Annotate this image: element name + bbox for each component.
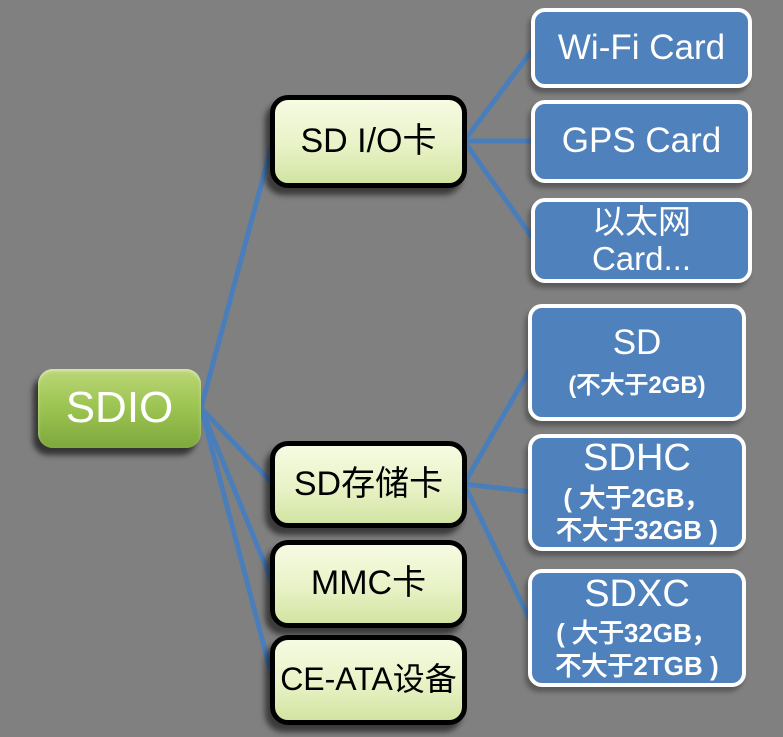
connector-sd-storage-to-sd <box>461 360 537 486</box>
node-sd-card-label: SD <box>612 323 662 363</box>
connector-sdio-to-sd-io-card <box>198 140 276 409</box>
node-sdhc-card-label: SDHC <box>583 437 691 480</box>
node-mmc-card: MMC卡 <box>270 540 467 628</box>
node-sdio-label: SDIO <box>65 383 174 433</box>
node-sd-storage-card: SD存储卡 <box>270 441 467 528</box>
connector-sdio-to-ce-ata-device <box>198 407 276 681</box>
node-sdhc-card: SDHC ( 大于2GB， 不大于32GB ) <box>528 434 746 551</box>
node-sdio: SDIO <box>38 369 201 448</box>
connector-sd-storage-to-sdhc <box>463 481 535 495</box>
node-sdhc-card-note-line2: 不大于32GB ) <box>556 515 718 546</box>
node-sd-storage-card-label: SD存储卡 <box>293 464 444 503</box>
node-sdxc-card: SDXC ( 大于32GB， 不大于2TGB ) <box>528 569 746 687</box>
node-gps-card: GPS Card <box>531 100 752 183</box>
node-ce-ata-device: CE-ATA设备 <box>270 635 467 725</box>
node-ethernet-card: 以太网 Card... <box>531 198 752 283</box>
node-sdxc-card-note-line1: ( 大于32GB， <box>556 618 718 649</box>
connector-sd-io-to-ethernet-card <box>461 139 537 242</box>
node-sd-io-card: SD I/O卡 <box>270 95 467 188</box>
node-sd-card: SD (不大于2GB) <box>528 304 746 421</box>
node-sdxc-card-note-line2: 不大于2TGB ) <box>555 650 719 681</box>
node-sdxc-card-label: SDXC <box>584 572 690 615</box>
node-ethernet-card-label-line2: Card... <box>591 239 692 277</box>
node-sdhc-card-note-line1: ( 大于2GB， <box>563 482 711 513</box>
node-wifi-card-label: Wi-Fi Card <box>557 27 726 67</box>
connector-sdio-to-sd-storage-card <box>199 406 275 486</box>
connector-sd-storage-to-sdxc <box>461 482 537 630</box>
node-sd-card-note: (不大于2GB) <box>568 371 706 399</box>
node-sd-io-card-label: SD I/O卡 <box>300 121 437 160</box>
node-mmc-card-label: MMC卡 <box>310 564 427 603</box>
node-ethernet-card-label-line1: 以太网 <box>592 203 691 241</box>
connector-sd-io-to-wifi-card <box>462 46 536 143</box>
node-gps-card-label: GPS Card <box>561 121 722 161</box>
node-wifi-card: Wi-Fi Card <box>531 8 752 88</box>
node-ce-ata-device-label: CE-ATA设备 <box>280 661 457 698</box>
connector-sdio-to-mmc-card <box>198 407 276 585</box>
